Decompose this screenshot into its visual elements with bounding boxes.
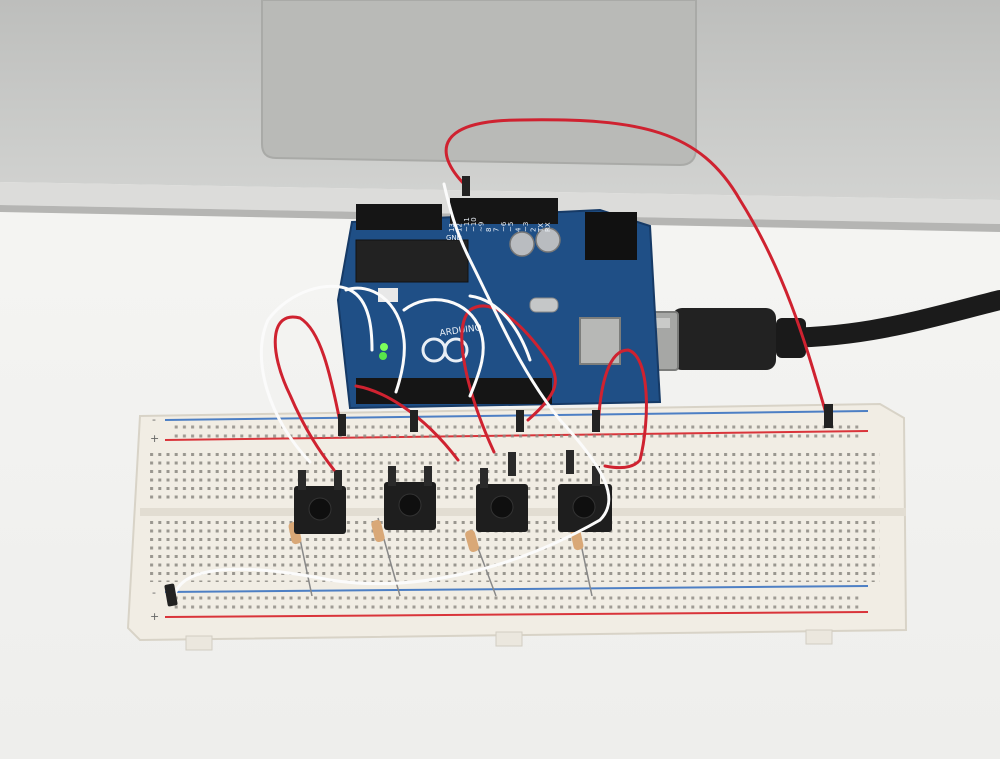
crystal <box>529 297 559 313</box>
wire-red-top-loop <box>444 118 830 422</box>
usb-plug-boot <box>672 308 776 370</box>
wire-white-board-1 <box>344 286 406 394</box>
pin-label: ~5 <box>507 222 515 232</box>
pin-label: ~6 <box>500 221 508 232</box>
laptop-trackpad <box>261 0 697 167</box>
header-top-right <box>450 198 558 224</box>
logo-ring-right <box>443 337 469 363</box>
wire-red-right <box>596 348 648 470</box>
push-button-1 <box>294 470 346 534</box>
rail-holes-top <box>170 422 860 438</box>
rail-blue-bottom <box>164 585 869 593</box>
rail-holes-bottom <box>170 596 860 612</box>
rail-sign-plus-top: + <box>150 432 159 445</box>
rail-sign-minus-bottom: - <box>152 586 156 599</box>
pin-label: ~9 <box>478 222 486 232</box>
wire-white-board-3 <box>468 294 532 362</box>
led-green-1 <box>380 343 388 351</box>
wire-end-bb-1 <box>338 414 346 436</box>
wire-white-left <box>259 284 374 464</box>
jumper-wires <box>164 118 833 607</box>
wire-end-bb-4 <box>592 410 600 432</box>
rail-sign-minus-top: - <box>152 413 156 426</box>
wire-red-left <box>273 315 344 472</box>
pin-label: TX <box>537 223 545 233</box>
pin-label: 12 <box>455 223 463 232</box>
breadboard-clip-mid <box>495 631 523 647</box>
resistor-3 <box>465 529 497 597</box>
capacitor-1 <box>509 231 535 257</box>
pin-label: 8 <box>485 228 493 232</box>
capacitor-2 <box>535 227 561 253</box>
wire-white-board-2 <box>402 298 485 398</box>
push-button-2 <box>384 466 436 530</box>
pin-label: ~10 <box>470 217 478 232</box>
wire-end-right-rail <box>824 404 833 428</box>
power-jack <box>585 212 637 260</box>
pin-label: 7 <box>492 228 500 232</box>
gnd-label: GND <box>446 234 462 242</box>
wire-white-long <box>172 182 611 600</box>
wire-end-bb-3 <box>516 410 524 432</box>
header-bottom <box>356 378 552 404</box>
push-buttons <box>294 450 612 534</box>
microcontroller-chip <box>355 239 469 283</box>
rail-red-bottom <box>164 611 869 618</box>
led-green-2 <box>379 352 387 360</box>
laptop <box>0 0 1000 232</box>
wire-end-top <box>462 176 470 196</box>
pin-label: ~3 <box>522 222 530 232</box>
breadboard-clip-right <box>805 629 833 645</box>
pin-label: 2 <box>529 228 537 232</box>
pin-label: 13 <box>448 223 456 232</box>
pin-label: ~11 <box>463 217 471 232</box>
pin-label: RX <box>544 222 552 232</box>
push-button-3 <box>476 452 528 532</box>
wire-end-bb-2 <box>410 410 418 432</box>
wire-end-left-rail <box>164 583 178 607</box>
header-top-left <box>356 204 442 230</box>
pin-label: 4 <box>515 227 523 232</box>
breadboard-clip-left <box>185 635 213 651</box>
wire-red-middle <box>354 384 460 462</box>
rail-sign-plus-bottom: + <box>150 610 159 623</box>
